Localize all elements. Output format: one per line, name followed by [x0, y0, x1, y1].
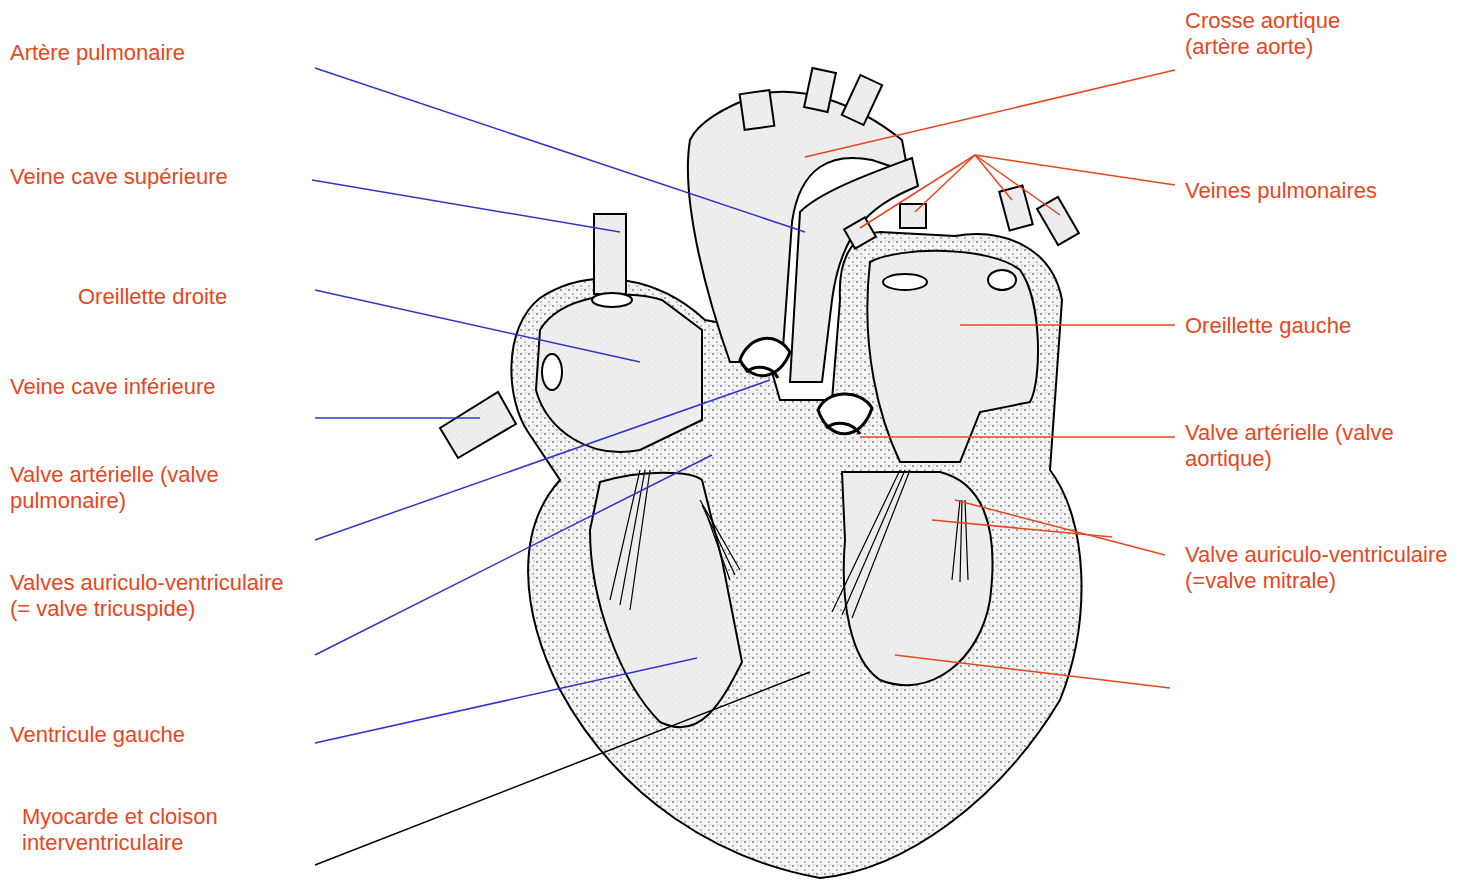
- part-label: Valve artérielle (valve pulmonaire): [10, 462, 260, 514]
- part-label: Veine cave inférieure: [10, 374, 310, 400]
- part-label: Crosse aortique (artère aorte): [1185, 8, 1385, 60]
- vessel-opening: [542, 354, 562, 390]
- left-atrium: [867, 251, 1038, 462]
- leader-line: [315, 672, 810, 865]
- part-label: Artère pulmonaire: [10, 40, 310, 66]
- part-label: Valves auriculo-ventriculaire (= valve t…: [10, 570, 290, 622]
- pulmonary-vein: [844, 217, 876, 248]
- part-label: Oreillette gauche: [1185, 313, 1475, 339]
- part-label: Veines pulmonaires: [1185, 178, 1475, 204]
- leader-lines-left: [312, 68, 805, 743]
- part-label: Oreillette droite: [78, 284, 318, 310]
- aortic-branch: [842, 75, 882, 125]
- aortic-valve: [818, 394, 872, 434]
- right-ventricle: [590, 473, 742, 728]
- pulmonary-vein: [900, 204, 926, 228]
- aortic-branch: [804, 68, 836, 112]
- vessel-opening: [592, 293, 632, 307]
- right-atrium: [536, 295, 702, 452]
- part-label: Valve artérielle (valve aortique): [1185, 420, 1465, 472]
- part-label: Myocarde et cloison interventriculaire: [22, 804, 302, 856]
- superior-vena-cava: [594, 214, 626, 294]
- vessel-opening: [883, 274, 927, 290]
- vessel-opening: [988, 270, 1016, 290]
- pulmonary-valve: [740, 338, 790, 378]
- part-label: Veine cave supérieure: [10, 164, 310, 190]
- part-label: Valve auriculo-ventriculaire (=valve mit…: [1185, 542, 1450, 594]
- chordae-tendineae: [610, 470, 968, 618]
- aortic-branch: [740, 90, 775, 130]
- inferior-vena-cava: [440, 392, 516, 458]
- leader-lines-right: [805, 70, 1175, 688]
- part-label: Ventricule gauche: [10, 722, 310, 748]
